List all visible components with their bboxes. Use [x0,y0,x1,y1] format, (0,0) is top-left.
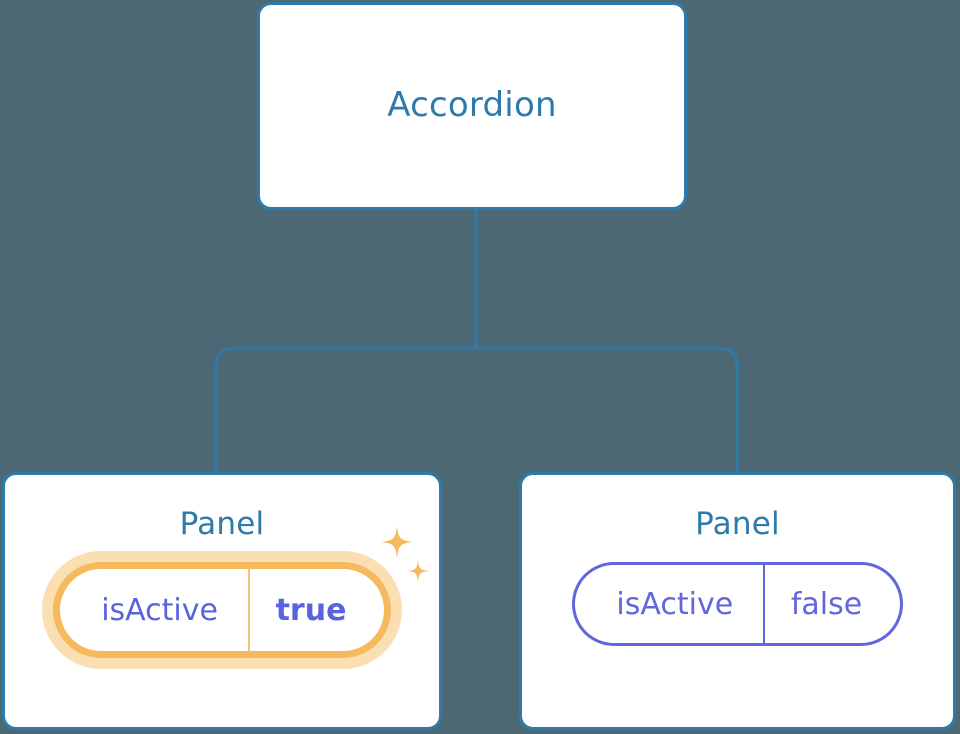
prop-value-right: false [762,565,900,644]
node-panel-left[interactable]: Panel isActive true [2,472,442,730]
node-accordion[interactable]: Accordion [257,2,687,210]
prop-value-left: true [247,569,385,652]
prop-pill-right-wrapper: isActive false [571,562,904,647]
connector-edge-left [214,346,476,474]
prop-pill-left-wrapper: isActive true [41,526,430,670]
prop-pill-right[interactable]: isActive false [571,562,904,647]
sparkle-large-icon [381,526,414,559]
prop-key-left: isActive [101,592,218,628]
node-panel-left-title: Panel [179,506,265,542]
prop-pill-left[interactable]: isActive true [52,562,392,659]
connector-edge-right [476,346,739,474]
node-accordion-title: Accordion [387,85,557,126]
node-panel-right-title: Panel [695,506,780,542]
prop-key-right: isActive [616,586,734,622]
node-panel-right[interactable]: Panel isActive false [519,472,956,730]
sparkle-small-icon [407,560,430,583]
